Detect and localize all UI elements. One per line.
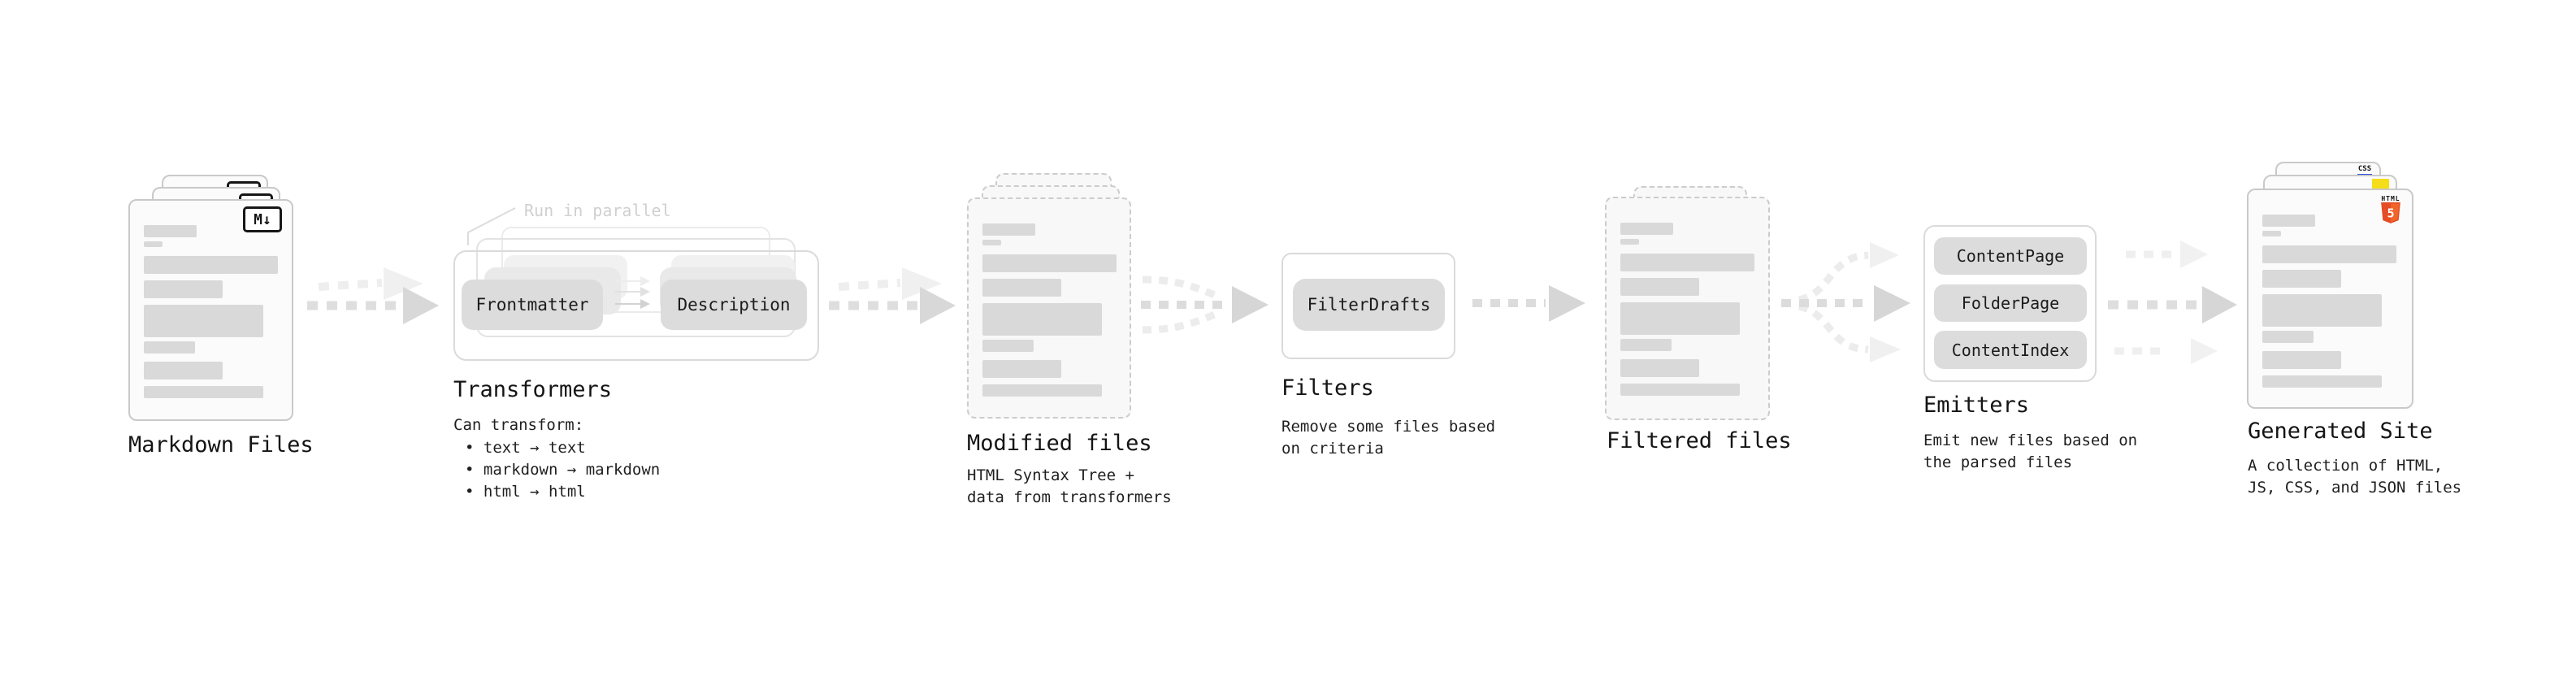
modified-files-label: Modified files: [967, 431, 1152, 456]
emitters-label: Emitters: [1923, 393, 2030, 418]
emitters-description: Emit new files based on the parsed files: [1923, 432, 2138, 471]
placeholder-bar: [1620, 339, 1672, 351]
placeholder-bar: [2262, 294, 2382, 327]
transformer-pill-description: Description: [661, 280, 807, 330]
arrow-filters-to-filtered: [1472, 285, 1585, 322]
placeholder-bar: [982, 360, 1061, 378]
filters-label: Filters: [1281, 375, 1374, 401]
placeholder-bar: [144, 225, 197, 237]
emitter-pill-folderpage: FolderPage: [1934, 284, 2087, 322]
placeholder-bar: [982, 279, 1061, 297]
arrow-modified-to-filters: [1141, 275, 1268, 334]
placeholder-bar: [2262, 215, 2315, 227]
placeholder-bar: [2262, 331, 2314, 343]
placeholder-bar: [2262, 231, 2281, 236]
placeholder-bar: [1620, 384, 1740, 396]
filters-description: Remove some files based on criteria: [1281, 418, 1496, 458]
transformer-pill-frontmatter: Frontmatter: [462, 280, 603, 330]
placeholder-bar: [982, 340, 1034, 352]
generated-site-label: Generated Site: [2248, 419, 2433, 444]
placeholder-bar: [144, 362, 223, 380]
modified-file-card-front: [967, 197, 1131, 419]
arrow-filtered-to-emitters: [1781, 242, 1910, 362]
placeholder-bar: [144, 305, 263, 337]
js-badge: [2372, 179, 2389, 190]
file-content-placeholder: [982, 199, 1117, 397]
placeholder-bar: [144, 341, 195, 354]
placeholder-bar: [982, 384, 1102, 397]
file-content-placeholder: [2262, 190, 2396, 388]
generated-file-card-html: HTML 5: [2247, 189, 2413, 409]
markdown-files-label: Markdown Files: [128, 432, 314, 458]
transformers-bullet: markdown → markdown: [465, 459, 660, 481]
run-in-parallel-annotation: Run in parallel: [524, 201, 671, 220]
transformers-description: Can transform:: [453, 416, 584, 434]
html5-icon-number: 5: [2387, 206, 2394, 220]
arrow-transformers-to-modified: [829, 267, 956, 324]
arrow-emitters-to-generated: [2108, 241, 2237, 364]
file-content-placeholder: [1620, 198, 1754, 396]
placeholder-bar: [1620, 302, 1740, 335]
file-content-placeholder: [144, 201, 278, 398]
filters-box: [1281, 253, 1455, 359]
html5-icon: HTML 5: [2379, 195, 2402, 225]
placeholder-bar: [2262, 375, 2382, 388]
css-badge-label: CSS: [2357, 165, 2372, 173]
placeholder-bar: [1620, 278, 1699, 296]
placeholder-bar: [1620, 223, 1673, 235]
transformers-label: Transformers: [453, 377, 613, 402]
transformers-bullet: html → html: [465, 481, 586, 503]
generated-site-description: A collection of HTML, JS, CSS, and JSON …: [2248, 457, 2462, 497]
arrow-markdown-to-transformers: [307, 267, 439, 324]
placeholder-bar: [982, 254, 1117, 272]
placeholder-bar: [982, 303, 1102, 336]
modified-files-description: HTML Syntax Tree + data from transformer…: [967, 466, 1172, 506]
placeholder-bar: [144, 241, 163, 247]
placeholder-bar: [144, 386, 263, 398]
placeholder-bar: [2262, 270, 2341, 288]
transformer-container-front: [453, 250, 819, 361]
emitter-pill-contentindex: ContentIndex: [1934, 331, 2087, 369]
placeholder-bar: [982, 223, 1035, 236]
placeholder-bar: [1620, 359, 1699, 377]
placeholder-bar: [144, 280, 223, 298]
html5-icon-label: HTML: [2381, 195, 2400, 202]
placeholder-bar: [1620, 239, 1639, 245]
transformers-bullet: text → text: [465, 437, 586, 459]
markdown-icon: M↓: [243, 206, 282, 232]
placeholder-bar: [1620, 254, 1754, 271]
filtered-file-card-front: [1605, 197, 1770, 420]
placeholder-bar: [982, 240, 1001, 245]
placeholder-bar: [2262, 351, 2341, 369]
filtered-files-label: Filtered files: [1607, 428, 1792, 453]
emitters-box: [1923, 225, 2097, 382]
markdown-file-card-front: M↓: [128, 199, 293, 421]
placeholder-bar: [2262, 245, 2396, 263]
placeholder-bar: [144, 256, 278, 274]
filter-pill-filterdrafts: FilterDrafts: [1293, 279, 1445, 331]
emitter-pill-contentpage: ContentPage: [1934, 237, 2087, 275]
